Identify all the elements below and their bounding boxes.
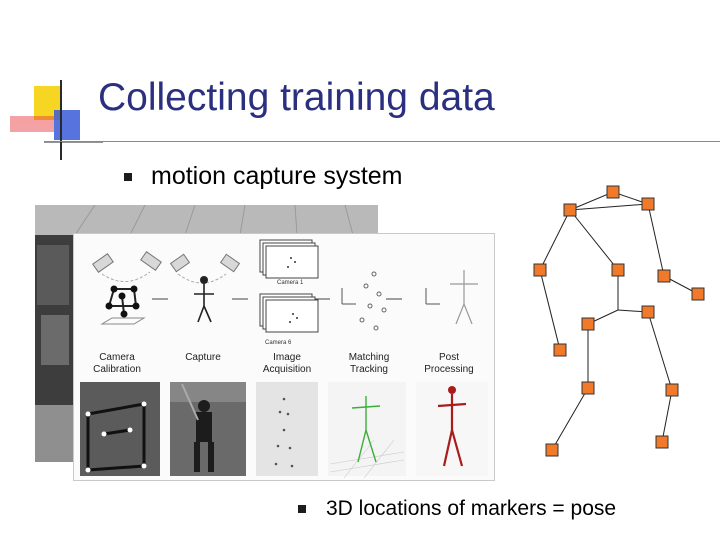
camera-6-label: Camera 6: [265, 340, 292, 346]
bullet-marker: [298, 505, 306, 513]
mocap-pipeline-figure: Camera 1 Camera 6: [73, 233, 495, 481]
slide-logo: [8, 80, 103, 160]
label-post-processing: Post Processing: [424, 352, 474, 375]
skeleton-marker-diagram: [520, 180, 720, 460]
marker-hip-left: [581, 317, 595, 331]
marker-shoulder-right: [641, 197, 655, 211]
marker-chest: [611, 263, 625, 277]
label-capture: Capture: [185, 352, 221, 363]
bullet-3d-locations: 3D locations of markers = pose: [326, 497, 617, 520]
label-camera-calibration: Camera Calibration: [93, 352, 141, 375]
marker-hand-right: [691, 287, 705, 301]
title-divider: [44, 141, 720, 142]
label-image-acquisition: Image Acquisition: [262, 352, 312, 375]
marker-foot-left: [545, 443, 559, 457]
marker-elbow-left: [533, 263, 547, 277]
slide-title: Collecting training data: [98, 76, 495, 119]
marker-hand-left: [553, 343, 567, 357]
label-matching-tracking: Matching Tracking: [348, 352, 390, 375]
camera-1-label: Camera 1: [277, 280, 304, 286]
camera-icon: [92, 251, 162, 273]
marker-head-top: [606, 185, 620, 199]
marker-knee-right: [665, 383, 679, 397]
bullet-marker: [124, 173, 132, 181]
marker-elbow-right: [657, 269, 671, 283]
bullet-motion-capture: motion capture system: [151, 162, 403, 190]
marker-shoulder-left: [563, 203, 577, 217]
marker-knee-left: [581, 381, 595, 395]
marker-foot-right: [655, 435, 669, 449]
marker-hip-right: [641, 305, 655, 319]
